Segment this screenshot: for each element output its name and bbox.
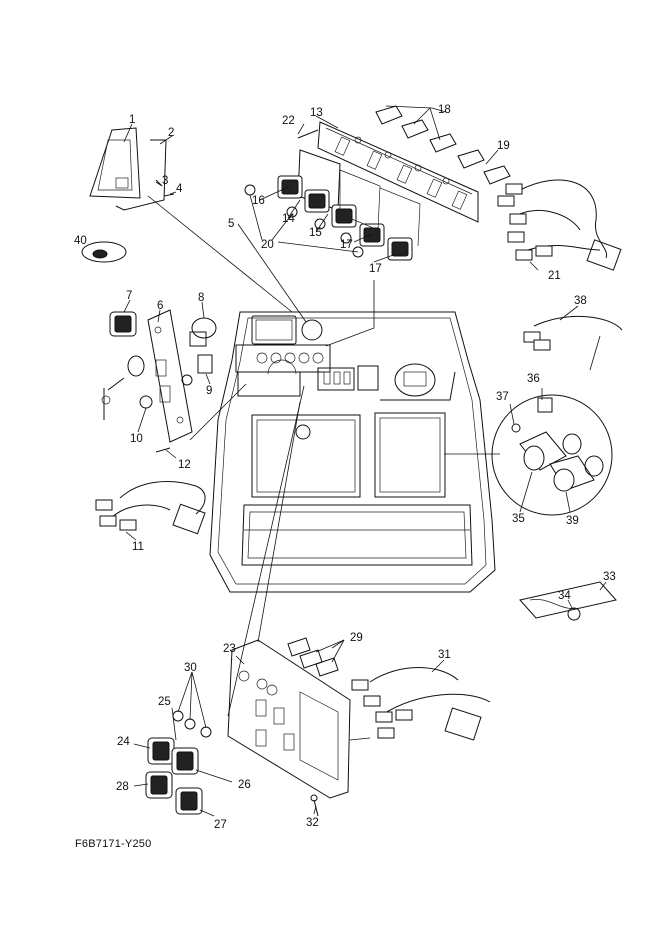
- callout-10: 10: [130, 433, 143, 445]
- harness-31: [351, 667, 491, 741]
- callout-22: 22: [282, 115, 295, 127]
- callout-12: 12: [178, 459, 191, 471]
- meter-hood: [89, 127, 175, 211]
- harness-21: [497, 179, 622, 271]
- callout-24: 24: [117, 736, 130, 748]
- callout-34: 34: [558, 590, 571, 602]
- callout-labels: 1 2 3 4 5 6 7 8 9 10 11 12 13 14 15 16 1…: [74, 104, 616, 831]
- wire-set-33: [519, 581, 617, 621]
- rocker-switches-upper: [277, 149, 421, 261]
- screw-22: [297, 129, 319, 139]
- callout-15: 15: [309, 227, 322, 239]
- callout-17b: 17: [369, 263, 382, 275]
- connectors-18-19: [375, 105, 511, 185]
- switch-panel-upper: [317, 121, 479, 223]
- callout-28: 28: [116, 781, 129, 793]
- callout-19: 19: [497, 140, 510, 152]
- power-sockets: [491, 315, 623, 516]
- callout-6: 6: [157, 300, 163, 312]
- screw-32: [310, 794, 319, 817]
- rocker-switches-lower: [145, 737, 203, 815]
- callout-16: 16: [252, 195, 265, 207]
- callout-32: 32: [306, 817, 319, 829]
- panel-slots: [334, 136, 468, 210]
- callout-13: 13: [310, 107, 323, 119]
- screw-12: [155, 447, 171, 453]
- callout-29: 29: [350, 632, 363, 644]
- callout-30: 30: [184, 662, 197, 674]
- callout-2: 2: [168, 127, 174, 139]
- callout-38: 38: [574, 295, 587, 307]
- callout-11: 11: [132, 541, 144, 553]
- leader-lines: [123, 105, 607, 817]
- indicator-lamps: [256, 352, 324, 364]
- callout-26: 26: [238, 779, 251, 791]
- left-sub-panel: [101, 309, 217, 443]
- callout-25: 25: [158, 696, 171, 708]
- callout-33: 33: [603, 571, 616, 583]
- callout-7: 7: [126, 290, 132, 302]
- callout-37: 37: [496, 391, 509, 403]
- callout-8: 8: [198, 292, 204, 304]
- callout-21: 21: [548, 270, 561, 282]
- callout-36: 36: [527, 373, 540, 385]
- diagram-code-label: F6B7171-Y250: [75, 838, 152, 850]
- callout-17a: 17: [340, 239, 353, 251]
- callout-3: 3: [162, 175, 168, 187]
- callout-40: 40: [74, 235, 87, 247]
- callout-35: 35: [512, 513, 525, 525]
- callout-9: 9: [206, 385, 212, 397]
- callout-4: 4: [176, 183, 183, 195]
- callout-18: 18: [438, 104, 451, 116]
- dash-panel: [209, 311, 496, 593]
- switch-panel-lower: [227, 639, 351, 799]
- callout-20: 20: [261, 239, 274, 251]
- callout-31: 31: [438, 649, 451, 661]
- callout-1: 1: [129, 114, 135, 126]
- nuts: [244, 184, 364, 258]
- callout-14: 14: [282, 213, 295, 225]
- callout-5: 5: [228, 218, 234, 230]
- harness-11: [95, 481, 206, 535]
- key-fob-40: [81, 241, 127, 263]
- callout-27: 27: [214, 819, 227, 831]
- callout-39: 39: [566, 515, 579, 527]
- callout-23: 23: [223, 643, 236, 655]
- connectors-29: [287, 637, 339, 677]
